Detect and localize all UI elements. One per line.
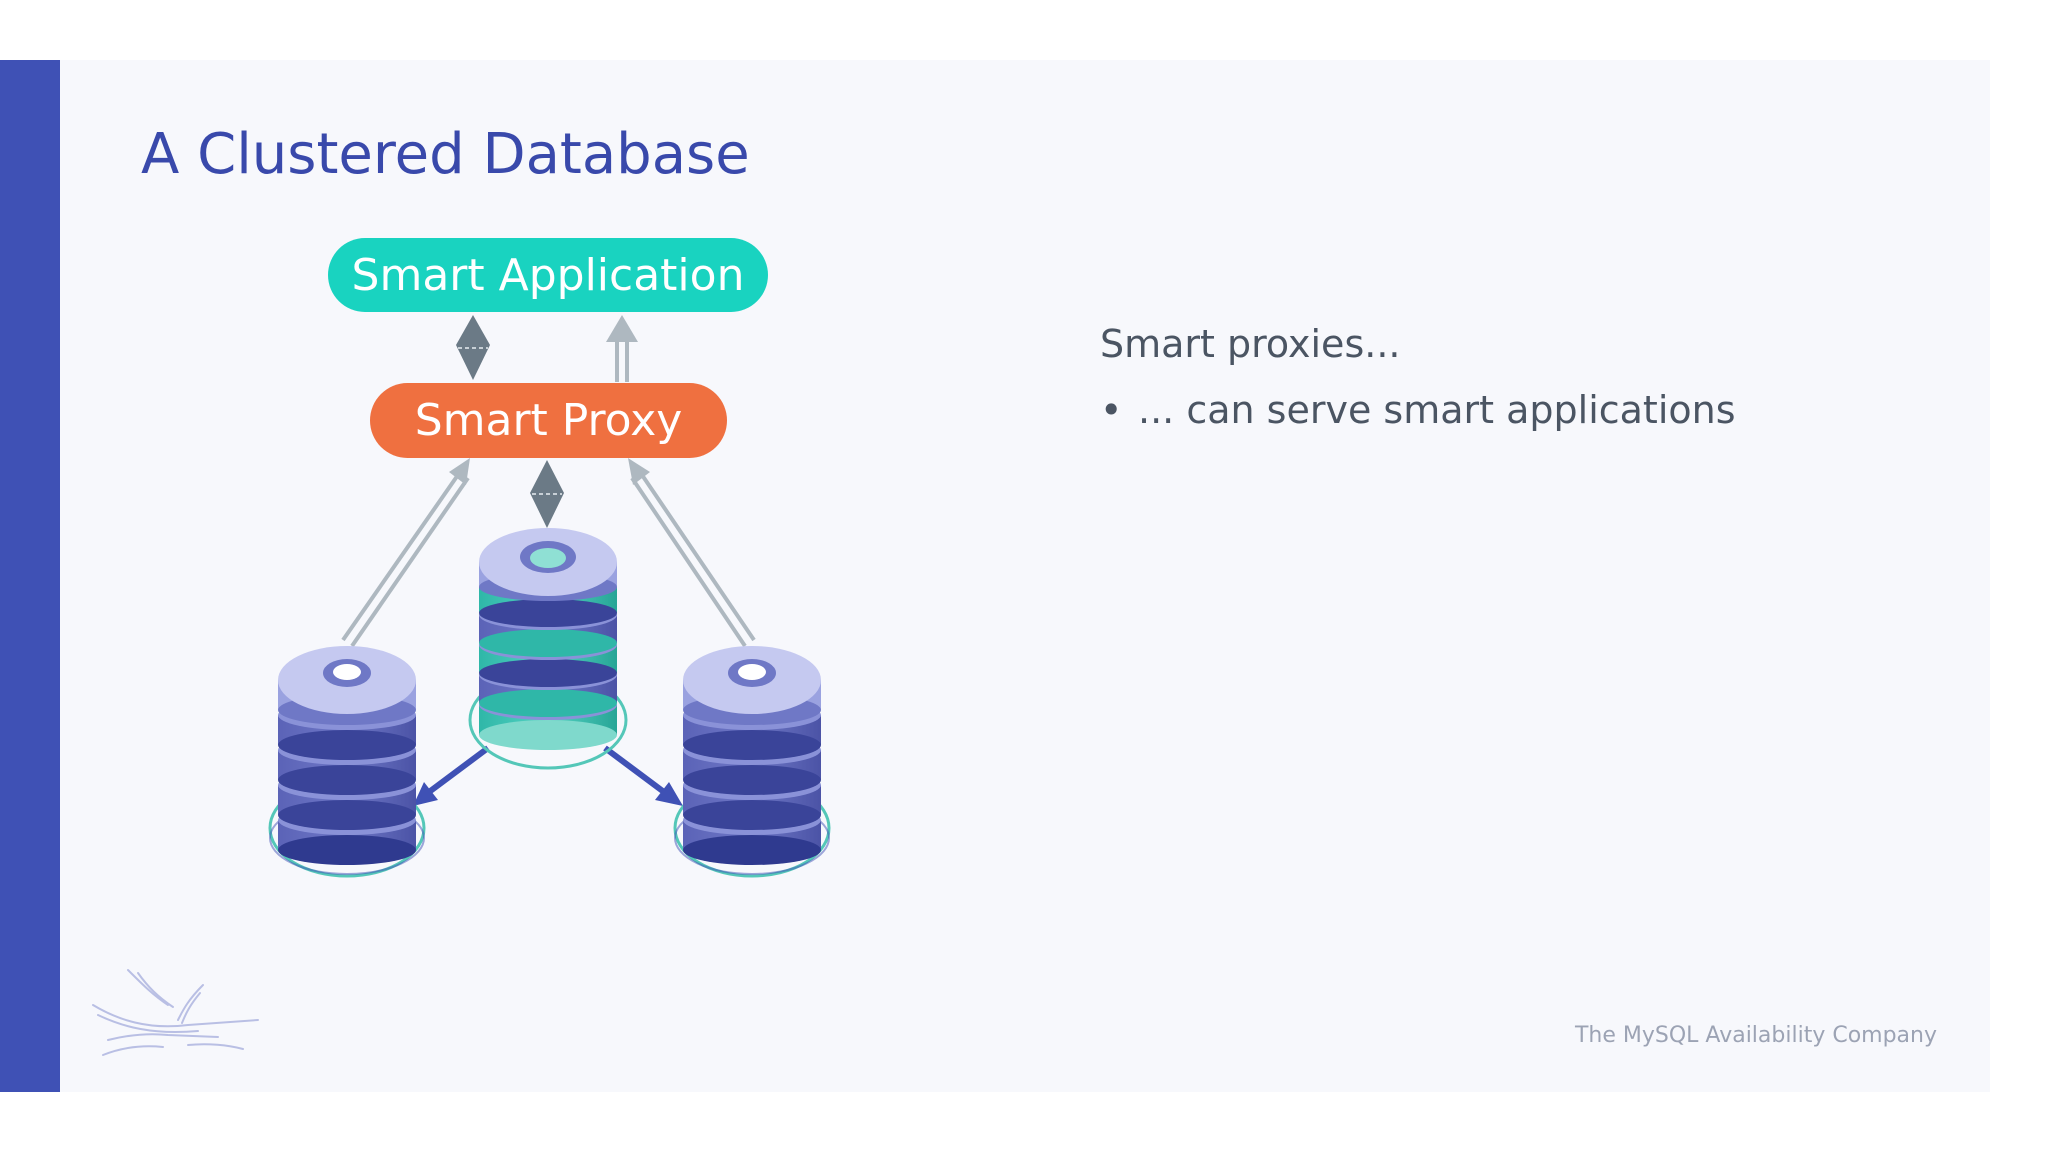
replication-left-arrow (413, 745, 490, 806)
proxy-primary-link-arrow (530, 460, 564, 528)
notes-heading: Smart proxies... (1100, 322, 1401, 366)
proxy-to-app-arrow (606, 315, 638, 382)
bullet-marker: • (1100, 388, 1123, 432)
accent-bar (0, 60, 60, 1092)
bird-logo-icon (92, 969, 259, 1056)
smart-application-node: Smart Application (328, 238, 768, 312)
bullet-text: ... can serve smart applications (1138, 388, 1736, 432)
footer-tagline: The MySQL Availability Company (1574, 1023, 1937, 1048)
smart-proxy-node: Smart Proxy (370, 383, 727, 458)
left-node-to-proxy-arrow (341, 458, 470, 648)
slide-background (0, 60, 1990, 1092)
app-proxy-link-arrow (456, 315, 490, 380)
primary-node-center (468, 528, 628, 770)
replica-node-right (673, 646, 831, 878)
right-node-to-proxy-arrow (628, 458, 756, 648)
slide-title: A Clustered Database (141, 122, 750, 187)
replica-node-left (268, 646, 426, 878)
replication-right-arrow (603, 745, 683, 806)
